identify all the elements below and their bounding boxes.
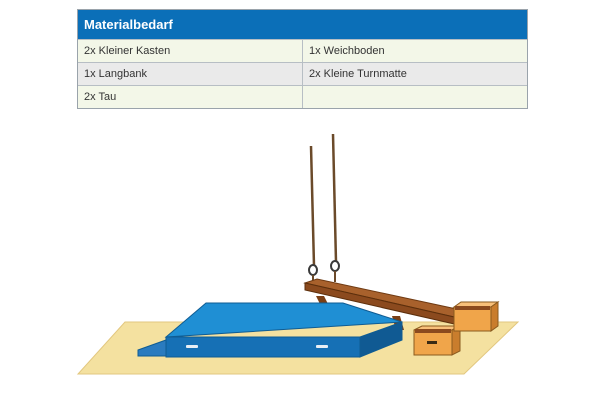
table-cell: 1x Weichboden bbox=[302, 40, 527, 62]
table-row: 2x Kleiner Kasten 1x Weichboden bbox=[78, 39, 527, 62]
soft-mat-icon bbox=[137, 302, 403, 358]
climbing-rope-icon bbox=[308, 133, 340, 284]
small-box-icon bbox=[413, 325, 461, 356]
table-cell: 2x Kleine Turnmatte bbox=[302, 63, 527, 85]
table-cell: 1x Langbank bbox=[84, 68, 147, 80]
table-cell bbox=[302, 86, 527, 108]
table-cell: 2x Tau bbox=[84, 91, 117, 103]
small-box-icon bbox=[452, 301, 500, 332]
table-row: 1x Langbank 2x Kleine Turnmatte bbox=[78, 62, 527, 85]
material-table: Materialbedarf 2x Kleiner Kasten 1x Weic… bbox=[77, 9, 528, 109]
table-cell: 2x Kleiner Kasten bbox=[84, 45, 171, 57]
table-row: 2x Tau bbox=[78, 85, 527, 108]
table-header: Materialbedarf bbox=[78, 10, 527, 39]
gym-setup-illustration bbox=[76, 133, 520, 375]
